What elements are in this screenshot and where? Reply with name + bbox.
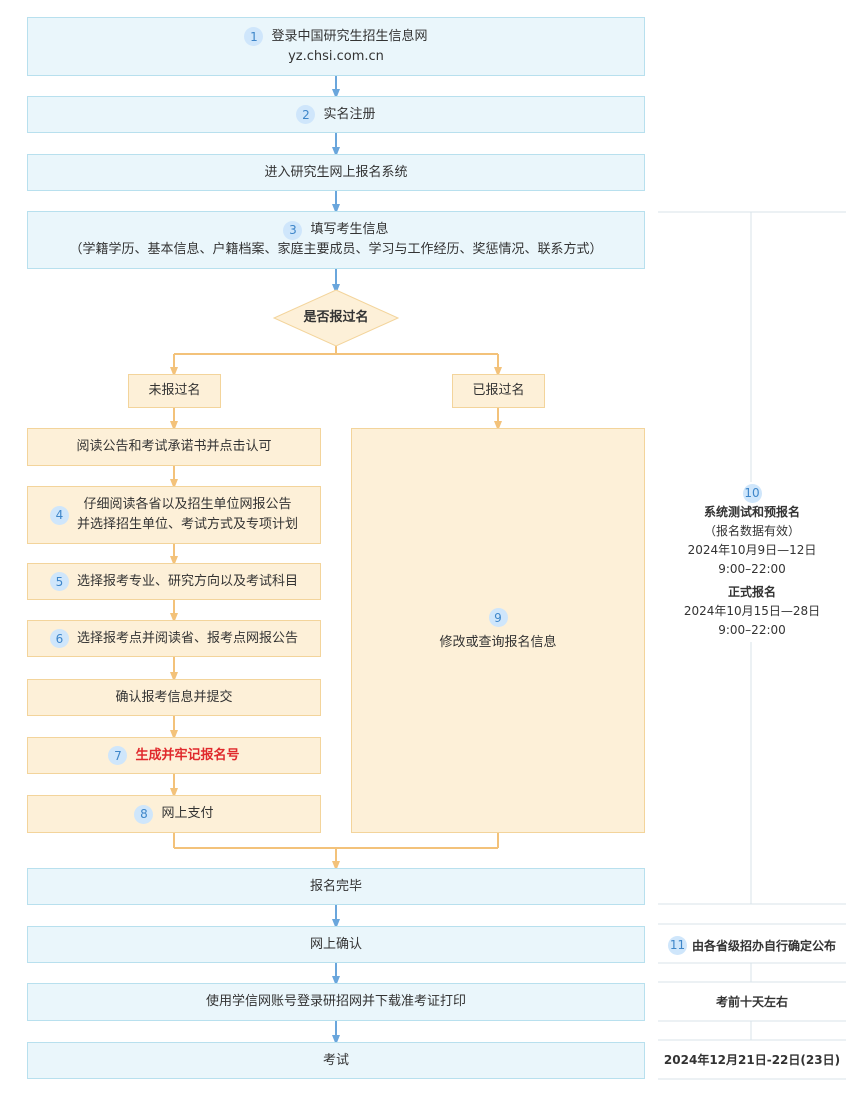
step-modify-label: 修改或查询报名信息 <box>439 635 557 650</box>
step-pay-label: 网上支付 <box>161 806 214 821</box>
step-print-ticket-label: 使用学信网账号登录研招网并下载准考证打印 <box>205 994 466 1009</box>
step-read-notice-label: 阅读公告和考试承诺书并点击认可 <box>76 439 272 454</box>
step-exam-label: 考试 <box>322 1052 349 1068</box>
timeline-confirm-text: 由各省级招办自行确定公布 <box>691 938 836 953</box>
step-print-ticket-box: 使用学信网账号登录研招网并下载准考证打印 <box>27 983 645 1021</box>
timeline-formal-hours: 9:00–22:00 <box>718 623 786 637</box>
step-online-confirm-box: 网上确认 <box>27 926 645 963</box>
timeline-test-hours: 9:00–22:00 <box>718 562 786 576</box>
timeline-print-note: 考前十天左右 <box>658 991 846 1013</box>
step-number-badge: 4 <box>49 505 69 525</box>
timeline-formal-title: 正式报名 <box>727 585 776 599</box>
step-number-badge: 3 <box>283 220 303 240</box>
step-login-url: yz.chsi.com.cn <box>288 48 384 64</box>
branch-registered-label: 已报过名 <box>472 383 525 398</box>
branch-registered-box: 已报过名 <box>452 374 545 408</box>
step-number-badge: 6 <box>49 629 69 648</box>
step-select-unit-line2: 并选择招生单位、考试方式及专项计划 <box>76 517 298 532</box>
step-number-badge: 9 <box>488 608 508 627</box>
step-number-badge: 10 <box>742 484 762 503</box>
step-select-major-box: 5 选择报考专业、研究方向以及考试科目 <box>27 563 321 600</box>
timeline-test-title: 系统测试和预报名 <box>703 505 800 519</box>
timeline-registration-period: 10 系统测试和预报名 （报名数据有效） 2024年10月9日—12日 9:00… <box>658 482 846 642</box>
step-gen-number-row: 7 生成并牢记报名号 <box>108 746 240 766</box>
step-register-row: 2 实名注册 <box>296 105 376 125</box>
step-read-notice-box: 阅读公告和考试承诺书并点击认可 <box>27 428 321 466</box>
step-fill-info-row: 3 填写考生信息 <box>283 220 389 240</box>
timeline-formal-dates: 2024年10月15日—28日 <box>683 604 821 618</box>
branch-not-registered-box: 未报过名 <box>128 374 221 408</box>
step-fill-info-box: 3 填写考生信息 （学籍学历、基本信息、户籍档案、家庭主要成员、学习与工作经历、… <box>27 211 645 269</box>
step-register-box: 2 实名注册 <box>27 96 645 133</box>
step-select-unit-box: 4 仔细阅读各省以及招生单位网报公告 并选择招生单位、考试方式及专项计划 <box>27 486 321 544</box>
step-select-site-row: 6 选择报考点并阅读省、报考点网报公告 <box>49 629 298 649</box>
step-exam-box: 考试 <box>27 1042 645 1079</box>
step-pay-row: 8 网上支付 <box>134 804 214 824</box>
step-confirm-submit-label: 确认报考信息并提交 <box>115 689 233 705</box>
step-login-box: 1 登录中国研究生招生信息网 yz.chsi.com.cn <box>27 17 645 76</box>
step-number-badge: 1 <box>244 27 264 46</box>
step-select-major-label: 选择报考专业、研究方向以及考试科目 <box>76 573 298 589</box>
step-number-badge: 8 <box>134 804 154 824</box>
step-number-badge: 2 <box>296 105 316 124</box>
step-select-unit-line1: 仔细阅读各省以及招生单位网报公告 <box>83 497 292 512</box>
decision-text: 是否报过名 <box>303 310 369 325</box>
step-number-badge: 11 <box>667 935 687 955</box>
step-select-major-row: 5 选择报考专业、研究方向以及考试科目 <box>49 572 298 592</box>
step-select-site-label: 选择报考点并阅读省、报考点网报公告 <box>76 630 298 646</box>
step-enter-system-label: 进入研究生网上报名系统 <box>264 164 408 180</box>
step-select-site-box: 6 选择报考点并阅读省、报考点网报公告 <box>27 620 321 657</box>
step-login-row: 1 登录中国研究生招生信息网 <box>244 27 428 47</box>
step-confirm-submit-box: 确认报考信息并提交 <box>27 679 321 716</box>
step-select-unit-row: 4 仔细阅读各省以及招生单位网报公告 并选择招生单位、考试方式及专项计划 <box>49 495 298 535</box>
timeline-test-note: （报名数据有效） <box>703 524 800 538</box>
step-online-confirm-label: 网上确认 <box>309 936 362 952</box>
step-pay-box: 8 网上支付 <box>27 795 321 833</box>
step-number-badge: 7 <box>108 746 128 765</box>
step-fill-info-title: 填写考生信息 <box>310 222 389 237</box>
decision-diamond <box>272 289 400 347</box>
timeline-exam-date: 2024年12月21日-22日(23日) <box>663 1053 841 1067</box>
step-number-badge: 5 <box>49 572 69 591</box>
step-modify-box: 9 修改或查询报名信息 <box>351 428 645 833</box>
step-fill-info-detail: （学籍学历、基本信息、户籍档案、家庭主要成员、学习与工作经历、奖惩情况、联系方式… <box>69 242 603 257</box>
step-enter-system-box: 进入研究生网上报名系统 <box>27 154 645 191</box>
step-gen-number-label: 生成并牢记报名号 <box>135 747 240 763</box>
step-gen-number-box: 7 生成并牢记报名号 <box>27 737 321 774</box>
step-done-box: 报名完毕 <box>27 868 645 905</box>
step-login-title: 登录中国研究生招生信息网 <box>271 28 428 44</box>
step-done-label: 报名完毕 <box>309 878 362 894</box>
timeline-confirm-note: 11 由各省级招办自行确定公布 <box>658 934 846 956</box>
timeline-test-dates: 2024年10月9日—12日 <box>687 543 817 557</box>
step-register-label: 实名注册 <box>323 106 376 122</box>
decision-label: 是否报过名 <box>274 308 398 328</box>
branch-not-registered-label: 未报过名 <box>148 383 201 398</box>
